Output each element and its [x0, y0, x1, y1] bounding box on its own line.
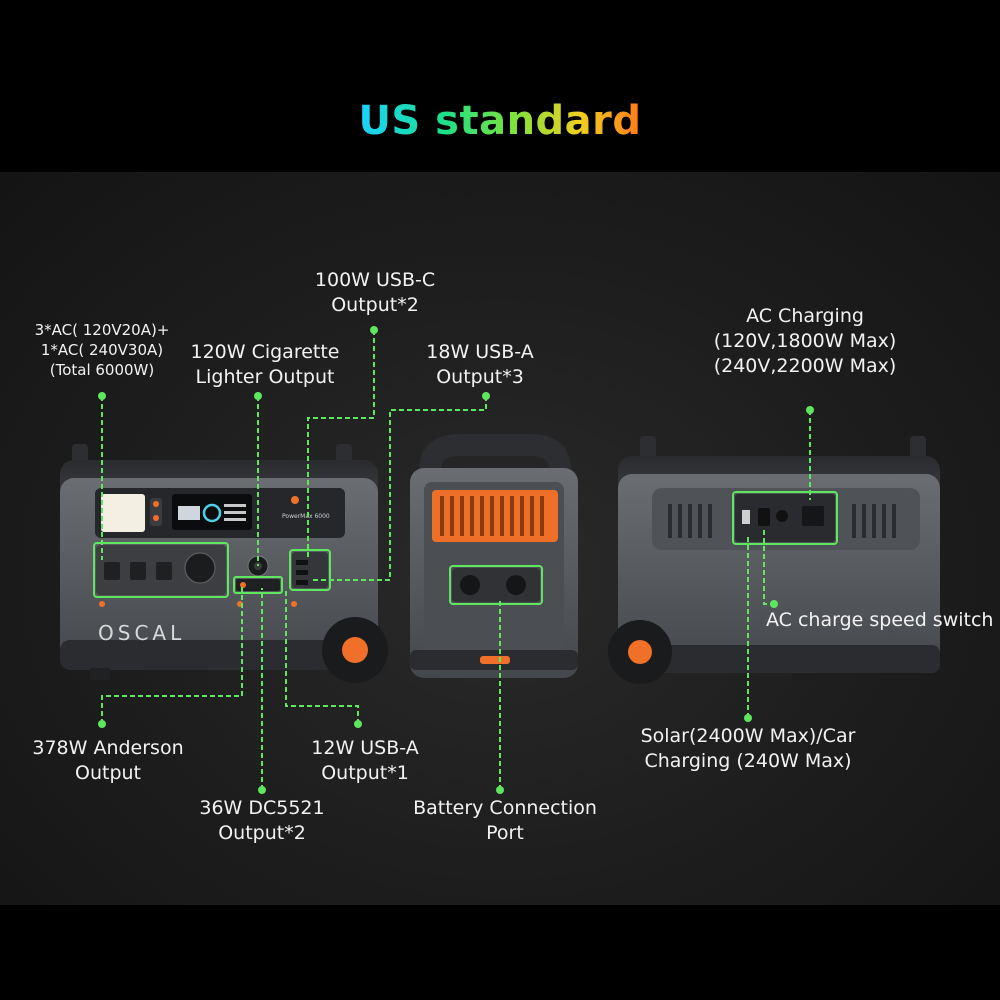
label-ac-charging: AC Charging(120V,1800W Max)(240V,2200W M…: [713, 305, 897, 377]
front-foot: [90, 668, 110, 680]
front-unit: PowerMax 6000 OSCAL: [60, 444, 388, 683]
front-light-panel: [101, 494, 145, 532]
bottom-band: [0, 905, 1000, 1000]
side-handle: [419, 434, 571, 471]
rear-ac-inlet: [802, 506, 824, 526]
front-brand-text: OSCAL: [98, 621, 185, 645]
top-band: [0, 0, 1000, 172]
rear-unit: [608, 436, 940, 684]
label-ac-charge-speed-switch: AC charge speed switch: [766, 609, 994, 631]
side-latch: [480, 656, 510, 664]
side-unit: [410, 434, 578, 678]
front-model-text: PowerMax 6000: [282, 513, 330, 520]
callout-dots: [98, 326, 814, 794]
front-base: [60, 640, 378, 670]
callout-highlight-boxes: [93, 491, 838, 605]
callout-lines: [101, 330, 811, 790]
front-dc-ports: [236, 579, 280, 591]
front-side-buttons: [150, 498, 162, 526]
page-title: US standard: [358, 98, 642, 144]
label-ac-output: 3*AC( 120V20A)+1*AC( 240V30A)(Total 6000…: [34, 321, 170, 379]
